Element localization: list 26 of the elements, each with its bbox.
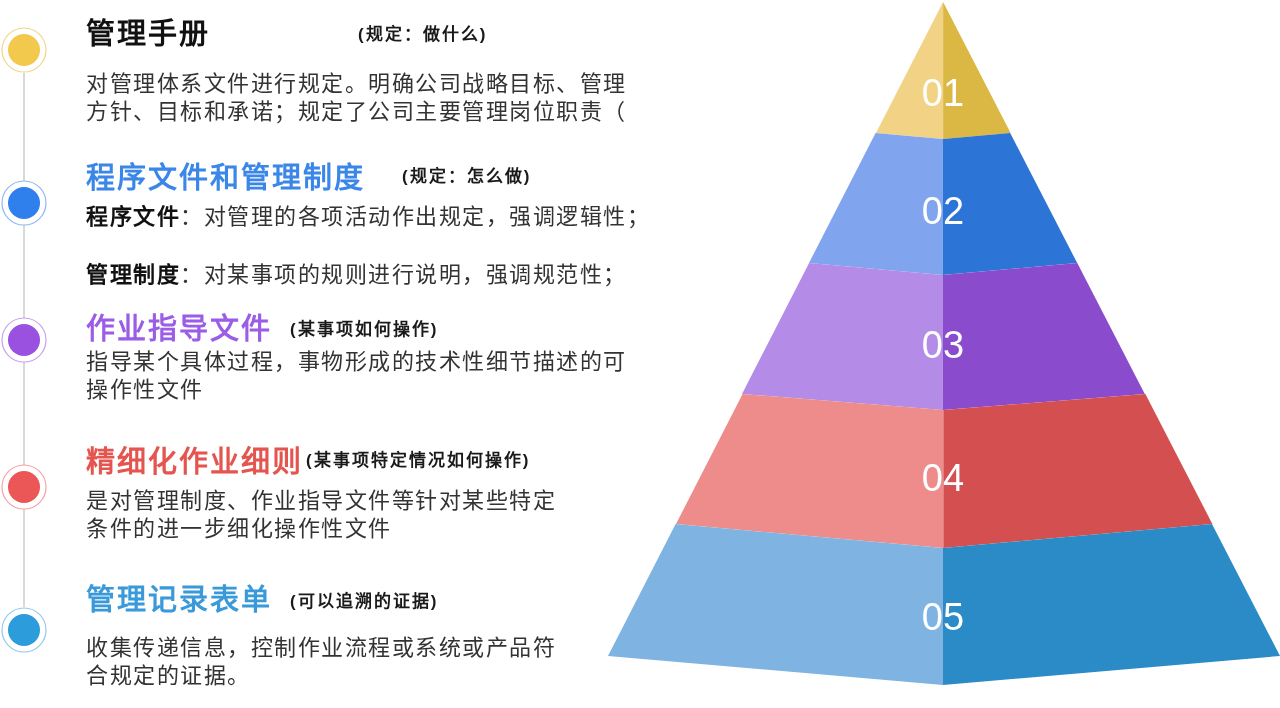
- section-heading: 管理手册: [86, 17, 210, 52]
- section-heading: 作业指导文件: [86, 312, 272, 347]
- section-description: 是对管理制度、作业指导文件等针对某些特定条件的进一步细化操作性文件: [86, 487, 557, 543]
- section-subtitle: (规定：怎么做): [402, 166, 532, 188]
- section-description: 管理制度：对某事项的规则进行说明，强调规范性；: [86, 261, 628, 289]
- pyramid-layer: [675, 394, 1212, 548]
- pyramid-layer: [742, 263, 1145, 410]
- layer-number: 05: [921, 596, 965, 638]
- section-description: 收集传递信息，控制作业流程或系统或产品符合规定的证据。: [86, 634, 557, 690]
- layer-number: 03: [921, 324, 965, 366]
- pyramid-layer: [608, 524, 1280, 685]
- pyramid-layer: [875, 2, 1011, 139]
- layer-number: 01: [921, 72, 965, 114]
- section-heading: 精细化作业细则: [86, 445, 303, 480]
- section-heading: 管理记录表单: [86, 583, 272, 618]
- section-subtitle: (可以追溯的证据): [290, 591, 439, 613]
- section-subtitle: (某事项如何操作): [290, 319, 439, 341]
- pyramid-layer: [809, 133, 1078, 275]
- section-description: 指导某个具体过程，事物形成的技术性细节描述的可操作性文件: [86, 348, 628, 404]
- layer-number: 02: [921, 190, 965, 232]
- section-heading: 程序文件和管理制度: [86, 161, 365, 196]
- section-subtitle: (规定：做什么): [358, 24, 488, 46]
- section-subtitle: (某事项特定情况如何操作): [306, 450, 531, 472]
- section-description: 对管理体系文件进行规定。明确公司战略目标、管理方针、目标和承诺；规定了公司主要管理岗位职责（: [86, 70, 628, 126]
- layer-number: 04: [921, 457, 965, 499]
- section-description: 程序文件：对管理的各项活动作出规定，强调逻辑性；: [86, 203, 651, 231]
